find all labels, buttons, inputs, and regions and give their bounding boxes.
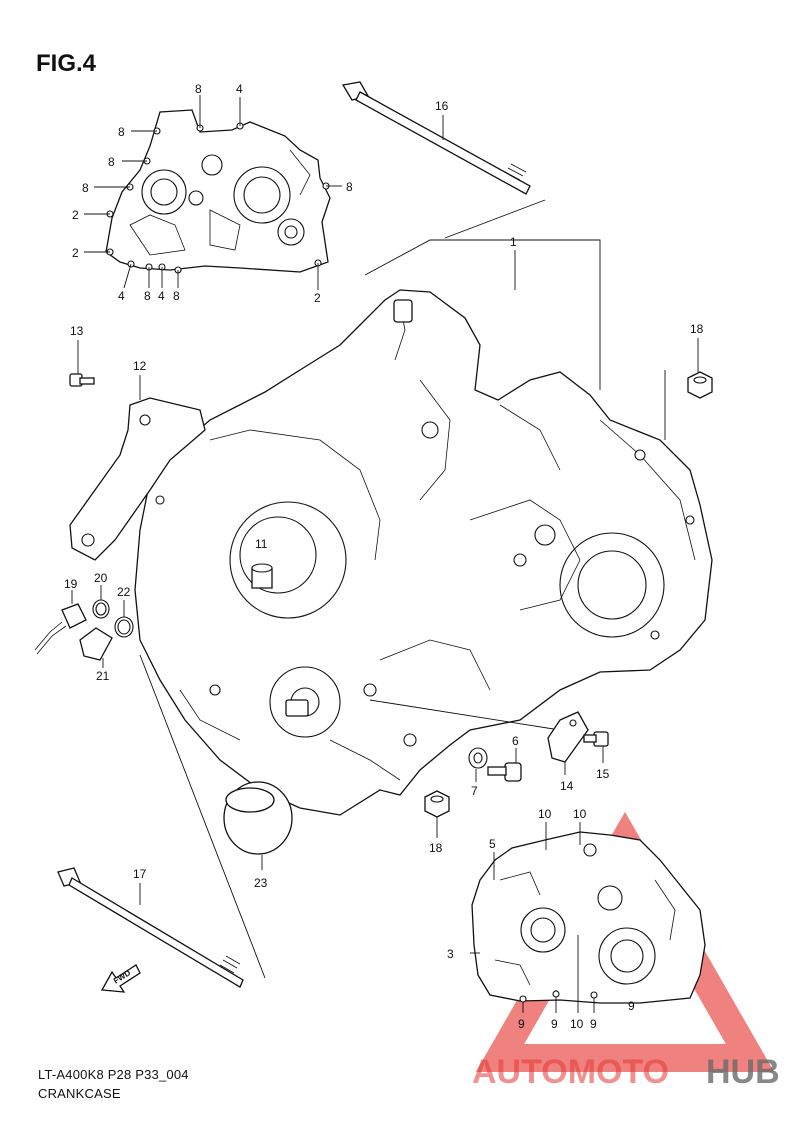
callout-3: 3 <box>447 947 454 961</box>
callout-16: 16 <box>435 99 449 113</box>
figure-code: LT-A400K8 P28 P33_004 <box>38 1067 189 1082</box>
callout-labels: 8 4 8 8 8 2 2 4 8 4 8 2 8 16 1 13 12 18 … <box>64 82 704 1031</box>
callout-14: 14 <box>560 779 574 793</box>
figure-title: FIG.4 <box>36 50 97 77</box>
watermark-part1: AUTOMOTO <box>472 1053 669 1091</box>
callout-11: 11 <box>255 537 268 551</box>
callout-22: 22 <box>117 585 131 599</box>
callout-10: 10 <box>573 807 587 821</box>
bolt-6-washer-7 <box>468 747 522 782</box>
callout-23: 23 <box>254 876 268 890</box>
callout-2: 2 <box>314 291 321 305</box>
callout-9: 9 <box>518 1017 525 1031</box>
callout-8: 8 <box>82 181 89 195</box>
fwd-arrow-icon: FWD <box>100 964 141 993</box>
callout-17: 17 <box>133 867 147 881</box>
watermark-text: AUTOMOTO HUB <box>472 1053 780 1091</box>
bracket-12 <box>69 375 206 561</box>
callout-18: 18 <box>429 841 443 855</box>
callout-9: 9 <box>628 999 635 1013</box>
callout-6: 6 <box>512 734 519 748</box>
figure-name: CRANKCASE <box>38 1086 121 1101</box>
callout-9: 9 <box>551 1017 558 1031</box>
callout-2: 2 <box>72 246 79 260</box>
crankcase-main <box>134 199 713 979</box>
callout-19: 19 <box>64 577 78 591</box>
callout-13: 13 <box>70 324 84 338</box>
callout-8: 8 <box>173 289 180 303</box>
callout-8: 8 <box>346 180 353 194</box>
callout-21: 21 <box>96 669 110 683</box>
oil-filter-cap-23 <box>223 781 293 870</box>
callout-20: 20 <box>94 571 108 585</box>
callout-9: 9 <box>590 1017 597 1031</box>
callout-8: 8 <box>118 125 125 139</box>
callout-15: 15 <box>596 767 610 781</box>
bracket-14-bolt-15 <box>547 711 609 775</box>
callout-8: 8 <box>195 82 202 96</box>
callout-4: 4 <box>236 82 243 96</box>
nut-18-bottom <box>424 790 450 838</box>
callout-10: 10 <box>570 1017 584 1031</box>
bolt-13 <box>69 340 95 387</box>
callout-1: 1 <box>510 235 517 249</box>
callout-7: 7 <box>471 784 478 798</box>
crankcase-right-half-view <box>470 822 706 1013</box>
stud-bolt-16 <box>341 81 531 195</box>
sensor-parts <box>34 585 134 668</box>
callout-4: 4 <box>158 289 165 303</box>
callout-8: 8 <box>144 289 151 303</box>
callout-5: 5 <box>489 837 496 851</box>
callout-8: 8 <box>108 155 115 169</box>
nut-18-top <box>687 338 713 399</box>
callout-10: 10 <box>538 807 552 821</box>
callout-18: 18 <box>690 322 704 336</box>
callout-4: 4 <box>118 289 125 303</box>
watermark-part2: HUB <box>706 1053 780 1091</box>
callout-2: 2 <box>72 208 79 222</box>
callout-12: 12 <box>133 359 147 373</box>
stud-bolt-17 <box>57 867 244 988</box>
crankcase-left-half-view <box>84 95 342 290</box>
